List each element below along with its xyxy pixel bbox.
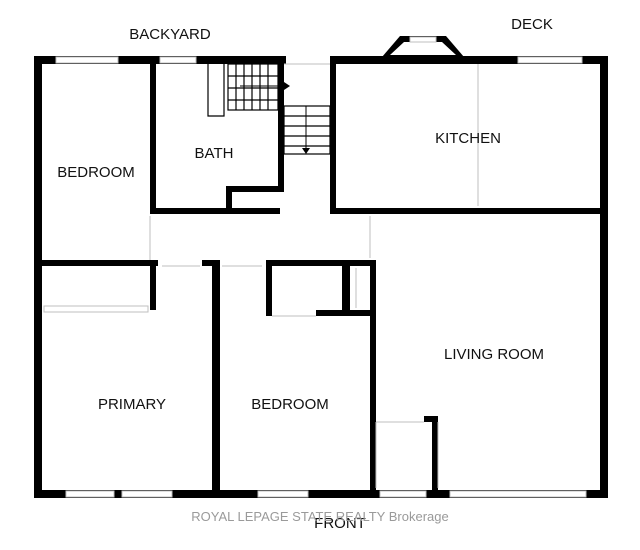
label-bedroom-2: BEDROOM	[251, 396, 329, 413]
window-primary-a	[65, 490, 115, 498]
stairs-upper	[207, 63, 290, 117]
door-front-gap	[379, 490, 427, 498]
openings	[149, 63, 479, 488]
label-bath: BATH	[195, 145, 234, 162]
primary-closet	[43, 305, 149, 313]
stairs-lower	[283, 105, 331, 155]
interior-walls	[34, 56, 600, 498]
wall-right	[600, 56, 608, 498]
window-bath	[159, 56, 197, 64]
window-bedroom2	[257, 490, 309, 498]
label-front: FRONT	[314, 515, 366, 532]
windows	[55, 56, 587, 498]
label-deck: DECK	[511, 16, 553, 33]
label-bedroom-1: BEDROOM	[57, 164, 135, 181]
window-deck	[517, 56, 583, 64]
window-living	[449, 490, 587, 498]
window-primary-b	[121, 490, 173, 498]
label-kitchen: KITCHEN	[435, 130, 501, 147]
wall-bottom	[34, 490, 608, 498]
window-bedroom1	[55, 56, 119, 64]
bay-window	[382, 36, 464, 57]
label-living-room: LIVING ROOM	[444, 346, 544, 363]
exterior-walls	[34, 56, 608, 498]
wall-top-right	[330, 56, 608, 64]
label-primary: PRIMARY	[98, 396, 166, 413]
watermark: ROYAL LEPAGE STATE REALTY Brokerage	[191, 509, 448, 524]
wall-left	[34, 56, 42, 498]
label-backyard: BACKYARD	[129, 26, 211, 43]
